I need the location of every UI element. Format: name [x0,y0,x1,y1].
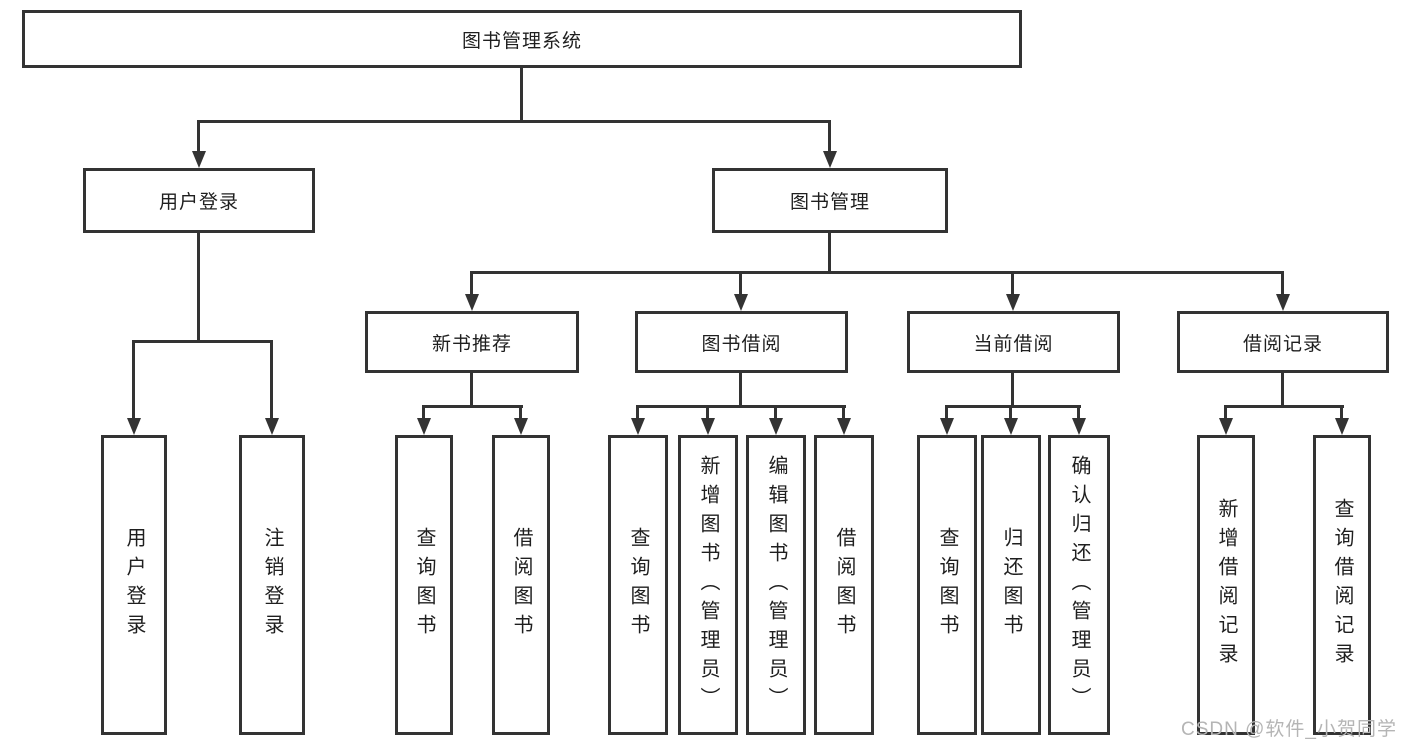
node-library-management-system: 图书管理系统 [22,10,1022,68]
node-label: 查询借阅记录 [1331,498,1353,672]
connector-line [197,120,200,153]
connector-line [828,120,831,153]
node-label: 查询图书 [413,527,435,643]
arrow-down-icon [1219,418,1233,435]
leaf-query-books-borrowing: 查询图书 [608,435,668,735]
node-new-book-recommendation: 新书推荐 [365,311,579,373]
node-label: 查询图书 [936,527,958,643]
leaf-edit-books-admin: 编辑图书（管理员） [746,435,806,735]
node-label: 当前借阅 [973,333,1054,355]
arrow-down-icon [192,151,206,168]
connector-line [1011,373,1014,406]
leaf-return-books: 归还图书 [981,435,1041,735]
connector-line [132,340,135,418]
connector-line [1009,405,1012,418]
arrow-down-icon [1072,418,1086,435]
arrow-down-icon [1335,418,1349,435]
arrow-down-icon [1276,294,1290,311]
connector-line [1224,405,1227,418]
connector-line [774,405,777,418]
arrow-down-icon [127,418,141,435]
node-borrowing-records: 借阅记录 [1177,311,1389,373]
connector-line [1011,271,1014,295]
connector-line [470,373,473,406]
arrow-down-icon [823,151,837,168]
arrow-down-icon [631,418,645,435]
connector-line [422,405,425,418]
arrow-down-icon [701,418,715,435]
connector-line [1281,373,1284,406]
connector-line [946,405,1081,408]
leaf-query-borrow-record: 查询借阅记录 [1313,435,1371,735]
connector-line [842,405,845,418]
arrow-down-icon [514,418,528,435]
node-label: 借阅记录 [1242,333,1323,355]
node-label: 用户登录 [158,192,239,213]
leaf-borrow-books-recommend: 借阅图书 [492,435,550,735]
node-book-borrowing: 图书借阅 [635,311,848,373]
node-label: 新书推荐 [431,333,512,355]
connector-line [1077,405,1080,418]
connector-line [739,271,742,295]
node-user-login: 用户登录 [83,168,315,233]
node-label: 用户登录 [123,527,145,643]
node-label: 借阅图书 [833,527,855,643]
connector-line [132,340,273,343]
node-label: 查询图书 [627,527,649,643]
connector-line [706,405,709,418]
node-label: 确认归还（管理员） [1068,454,1090,716]
connector-line [1340,405,1343,418]
node-label: 图书管理 [789,192,870,213]
leaf-query-books-recommend: 查询图书 [395,435,453,735]
connector-line [1225,405,1344,408]
node-label: 编辑图书（管理员） [765,454,787,716]
arrow-down-icon [265,418,279,435]
connector-line [739,373,742,406]
node-label: 归还图书 [1000,527,1022,643]
connector-line [520,68,523,123]
arrow-down-icon [417,418,431,435]
node-label: 图书管理系统 [461,30,582,52]
connector-line [519,405,522,418]
leaf-add-borrow-record: 新增借阅记录 [1197,435,1255,735]
arrow-down-icon [734,294,748,311]
leaf-query-books-current: 查询图书 [917,435,977,735]
connector-line [270,340,273,418]
leaf-borrow-books-borrowing: 借阅图书 [814,435,874,735]
connector-line [637,405,846,408]
arrow-down-icon [1006,294,1020,311]
node-book-management: 图书管理 [712,168,948,233]
connector-line [1281,271,1284,295]
node-label: 借阅图书 [510,527,532,643]
arrow-down-icon [769,418,783,435]
node-label: 新增图书（管理员） [697,454,719,716]
node-label: 图书借阅 [701,333,782,355]
leaf-user-login: 用户登录 [101,435,167,735]
connector-line [470,271,473,295]
leaf-logout: 注销登录 [239,435,305,735]
connector-line [636,405,639,418]
leaf-add-books-admin: 新增图书（管理员） [678,435,738,735]
arrow-down-icon [1004,418,1018,435]
arrow-down-icon [940,418,954,435]
node-label: 注销登录 [261,527,283,643]
connector-line [828,232,831,274]
connector-line [423,405,523,408]
node-label: 新增借阅记录 [1215,498,1237,672]
connector-line [197,233,200,343]
connector-line [197,120,831,123]
arrow-down-icon [837,418,851,435]
leaf-confirm-return-admin: 确认归还（管理员） [1048,435,1110,735]
arrow-down-icon [465,294,479,311]
csdn-watermark: CSDN @软件_小贺同学 [1181,719,1397,740]
connector-line [945,405,948,418]
connector-line [470,271,1284,274]
node-current-borrowing: 当前借阅 [907,311,1120,373]
